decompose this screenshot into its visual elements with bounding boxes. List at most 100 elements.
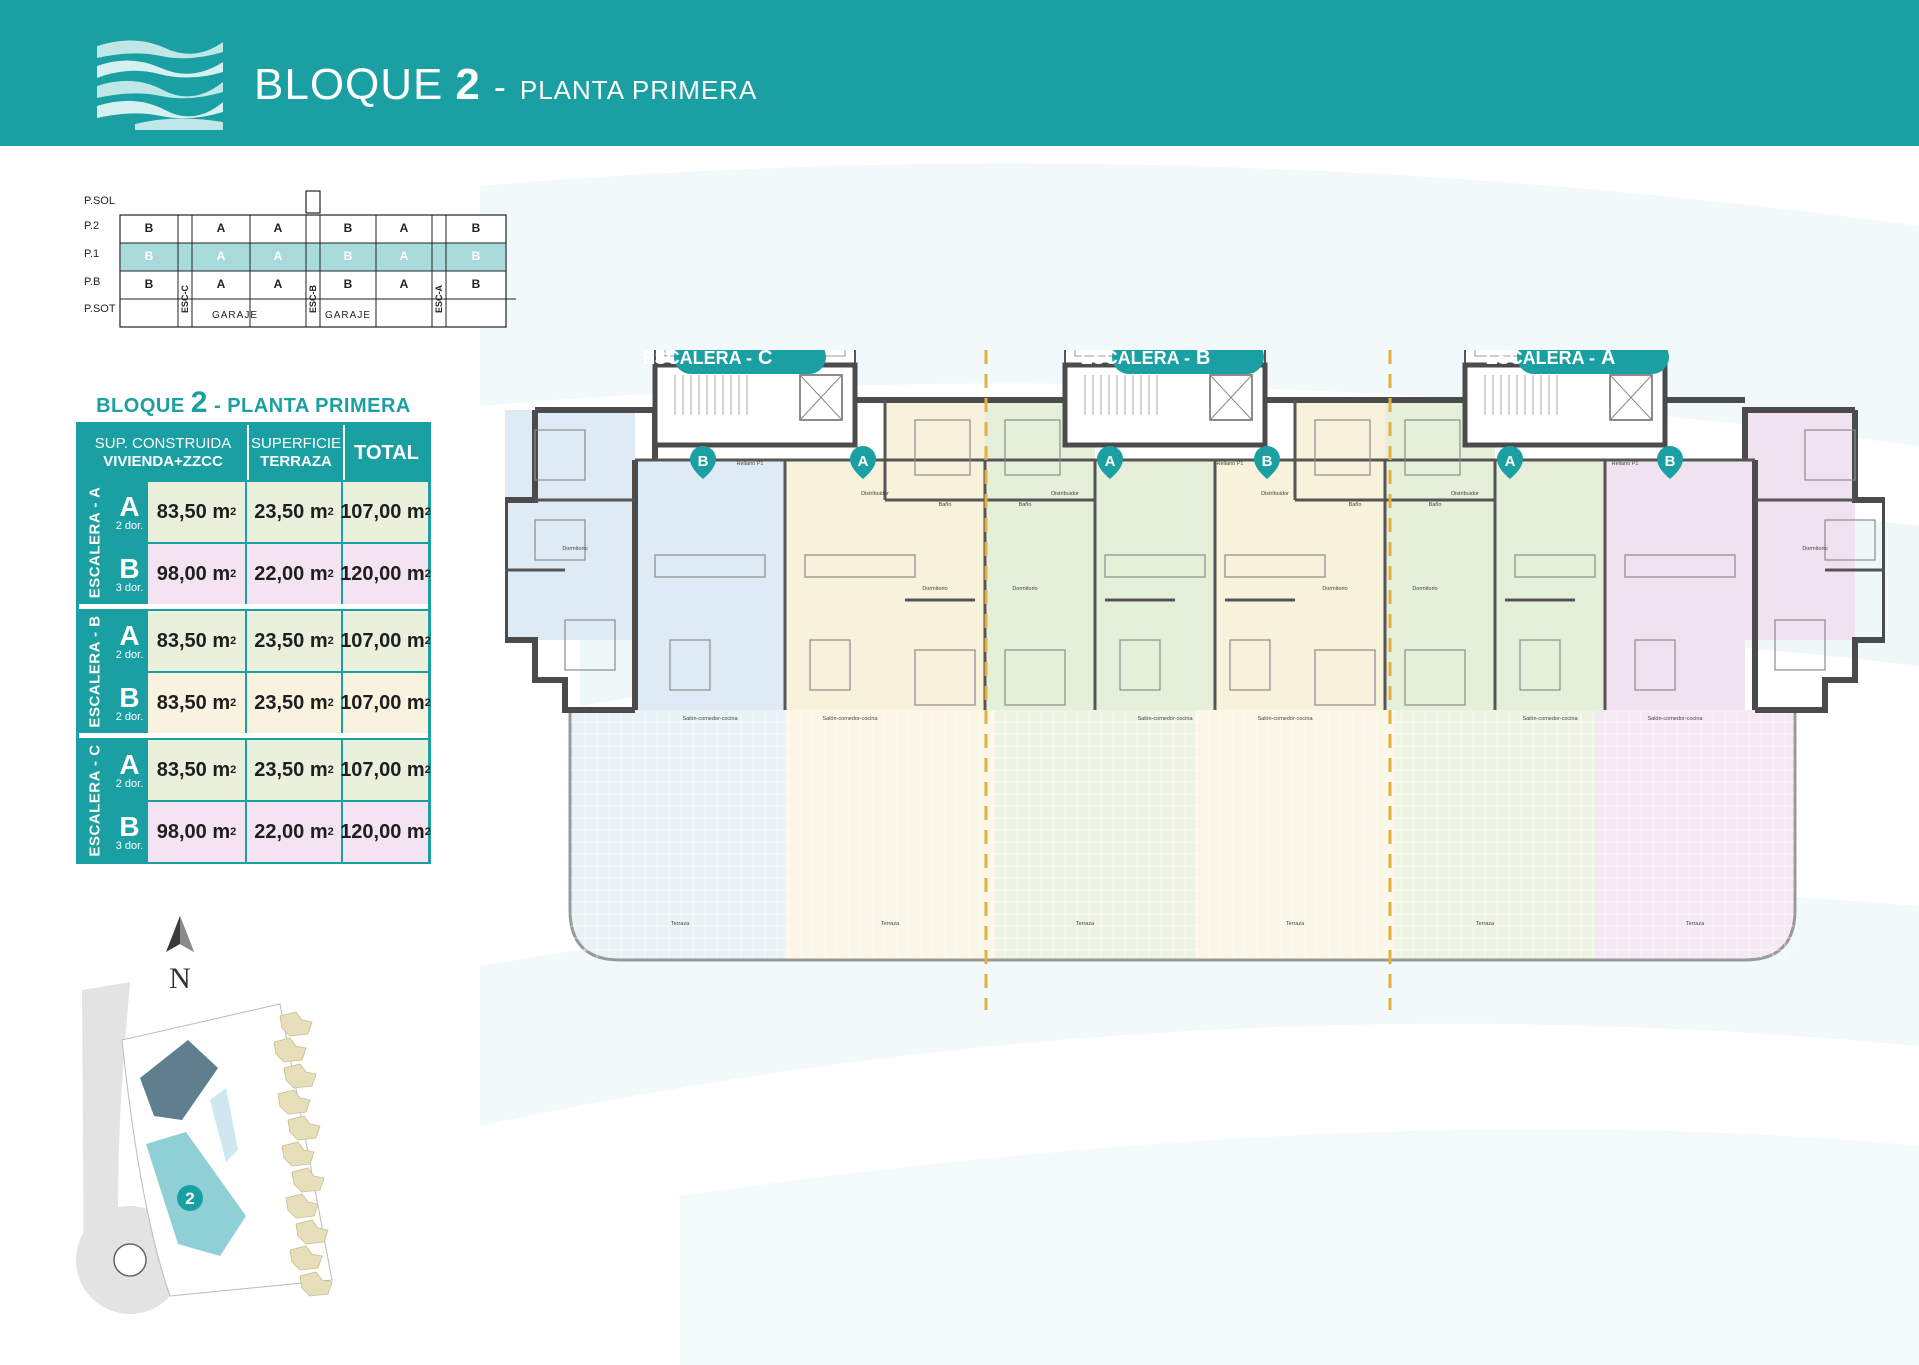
zone-c-a-top: [885, 400, 985, 460]
label-distribuidor-4: Distribuidor: [1451, 491, 1479, 497]
key-cell: B: [344, 277, 353, 291]
title-number: 2: [455, 60, 480, 109]
unit-marker-letter: A: [1105, 453, 1116, 470]
header-total: TOTAL: [343, 425, 428, 480]
stair-label-text: ESCALERA - C: [86, 743, 104, 857]
zone-a-a: [1385, 400, 1495, 710]
key-cell: A: [400, 277, 409, 291]
table-title-number: 2: [190, 386, 208, 419]
key-cell: B: [145, 221, 154, 235]
key-cell: A: [217, 249, 226, 263]
villa-shape: [299, 1271, 333, 1297]
villa-shape: [277, 1089, 311, 1115]
label-bano-4: Baño: [1429, 502, 1442, 508]
title-separator: -: [493, 66, 506, 107]
terrace-a-a: [1395, 710, 1595, 960]
stair-pill-letter: A: [1601, 350, 1615, 369]
terrace-b-b: [1195, 710, 1395, 960]
key-stair-label: ESC-A: [434, 285, 444, 314]
villa-shape: [283, 1063, 317, 1089]
terrace-c-a: [785, 710, 995, 960]
label-rellano-3: Rellano P1: [1612, 461, 1639, 467]
vivienda-value: 83,50 m: [156, 629, 231, 652]
key-cell: A: [217, 221, 226, 235]
floor-label: P.SOL: [84, 195, 115, 207]
key-cell: A: [400, 221, 409, 235]
zone-b-b-top: [1295, 400, 1385, 460]
key-cell: B: [472, 249, 481, 263]
label-rellano-2: Rellano P1: [1217, 461, 1244, 467]
unit-type-letter: A: [119, 491, 140, 522]
key-cell: A: [274, 277, 283, 291]
unit-dorms: 3 dor.: [115, 582, 144, 594]
key-stair-label: ESC-B: [308, 285, 318, 314]
key-cell: B: [344, 249, 353, 263]
total-value: 107,00 m: [340, 691, 425, 714]
total-value: 107,00 m: [340, 500, 425, 523]
key-cell: A: [400, 249, 409, 263]
key-cell: A: [217, 277, 226, 291]
label-distribuidor-1: Distribuidor: [861, 491, 889, 497]
unit-marker-letter: B: [1262, 453, 1273, 470]
label-terraza-1: Terraza: [671, 921, 690, 927]
table-header: SUP. CONSTRUIDA VIVIENDA+ZZCC SUPERFICIE…: [79, 425, 428, 480]
unit-type-letter: A: [119, 620, 140, 651]
header-construida-line1: SUP. CONSTRUIDA: [94, 434, 232, 452]
header-terraza-line1: SUPERFICIE: [250, 434, 341, 452]
label-salon-5: Salón-comedor-cocina: [1522, 716, 1578, 722]
villa-shape: [279, 1011, 313, 1037]
stair-pill-text: ESCALERA -: [1486, 350, 1595, 368]
key-garage-label: GARAJE: [212, 310, 258, 321]
key-cell: A: [274, 221, 283, 235]
zone-a-a-salon: [1495, 460, 1605, 710]
stair-label-0: ESCALERA - A: [79, 480, 111, 604]
terrace-b-a: [995, 710, 1195, 960]
terraza-value: 22,00 m: [254, 562, 328, 585]
terraza-value: 23,50 m: [254, 691, 328, 714]
furniture: [534, 419, 1876, 706]
label-bano-3: Baño: [1349, 502, 1362, 508]
unit-dorms: 3 dor.: [115, 840, 144, 852]
villa-shape: [273, 1037, 307, 1063]
label-bano-1: Baño: [939, 502, 952, 508]
stair-pill-c: ESCALERA -C: [643, 350, 826, 374]
villa-shape: [287, 1115, 321, 1141]
zone-c-b-rooms: [505, 410, 635, 640]
label-bano-2: Baño: [1019, 502, 1032, 508]
vivienda-value: 98,00 m: [156, 562, 231, 585]
label-rellano-1: Rellano P1: [737, 461, 764, 467]
villa-shape: [295, 1219, 329, 1245]
label-salon-2: Salón-comedor-cocina: [822, 716, 878, 722]
label-dorm-3: Dormitorio: [1012, 586, 1037, 592]
unit-marker-a: A: [1497, 446, 1523, 479]
table-title-planta: - PLANTA PRIMERA: [213, 395, 411, 417]
surface-table: SUP. CONSTRUIDA VIVIENDA+ZZCC SUPERFICIE…: [76, 422, 431, 864]
total-value: 107,00 m: [340, 758, 425, 781]
terraza-value: 23,50 m: [254, 758, 328, 781]
terraza-value: 23,50 m: [254, 500, 328, 523]
stair-pill-text: ESCALERA -: [643, 350, 752, 368]
stair-label-1: ESCALERA - B: [79, 609, 111, 733]
unit-marker-a: A: [1097, 446, 1123, 479]
header-bar: BLOQUE 2 - PLANTA PRIMERA: [0, 0, 1919, 146]
unit-marker-b: B: [1657, 446, 1683, 479]
page-title: BLOQUE 2 - PLANTA PRIMERA: [254, 60, 757, 110]
zone-b-a-salon: [1095, 460, 1215, 710]
unit-marker-letter: B: [1665, 453, 1676, 470]
label-salon-6: Salón-comedor-cocina: [1647, 716, 1703, 722]
key-cell: B: [344, 221, 353, 235]
stair-pill-a: ESCALERA - A: [1486, 350, 1669, 374]
table-title-bloque: BLOQUE: [96, 395, 185, 417]
vivienda-value: 98,00 m: [156, 820, 231, 843]
